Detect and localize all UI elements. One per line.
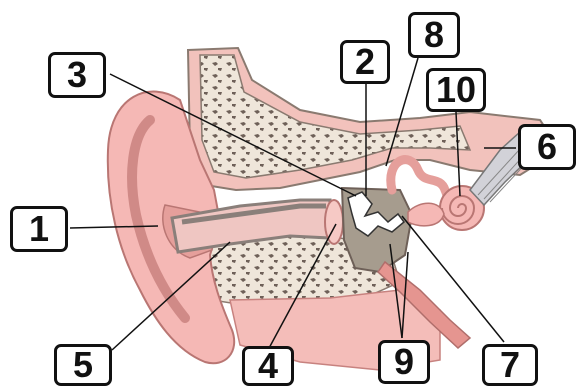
label-10: 10 bbox=[426, 68, 486, 112]
label-2: 2 bbox=[340, 40, 390, 84]
label-3: 3 bbox=[48, 52, 106, 98]
label-7: 7 bbox=[482, 344, 538, 386]
label-9: 9 bbox=[378, 340, 430, 384]
label-4: 4 bbox=[242, 346, 294, 386]
vestibule bbox=[408, 203, 444, 226]
label-8: 8 bbox=[408, 12, 460, 58]
label-5: 5 bbox=[54, 344, 112, 386]
eardrum bbox=[325, 200, 343, 244]
label-6: 6 bbox=[518, 124, 576, 170]
label-1: 1 bbox=[10, 206, 68, 252]
